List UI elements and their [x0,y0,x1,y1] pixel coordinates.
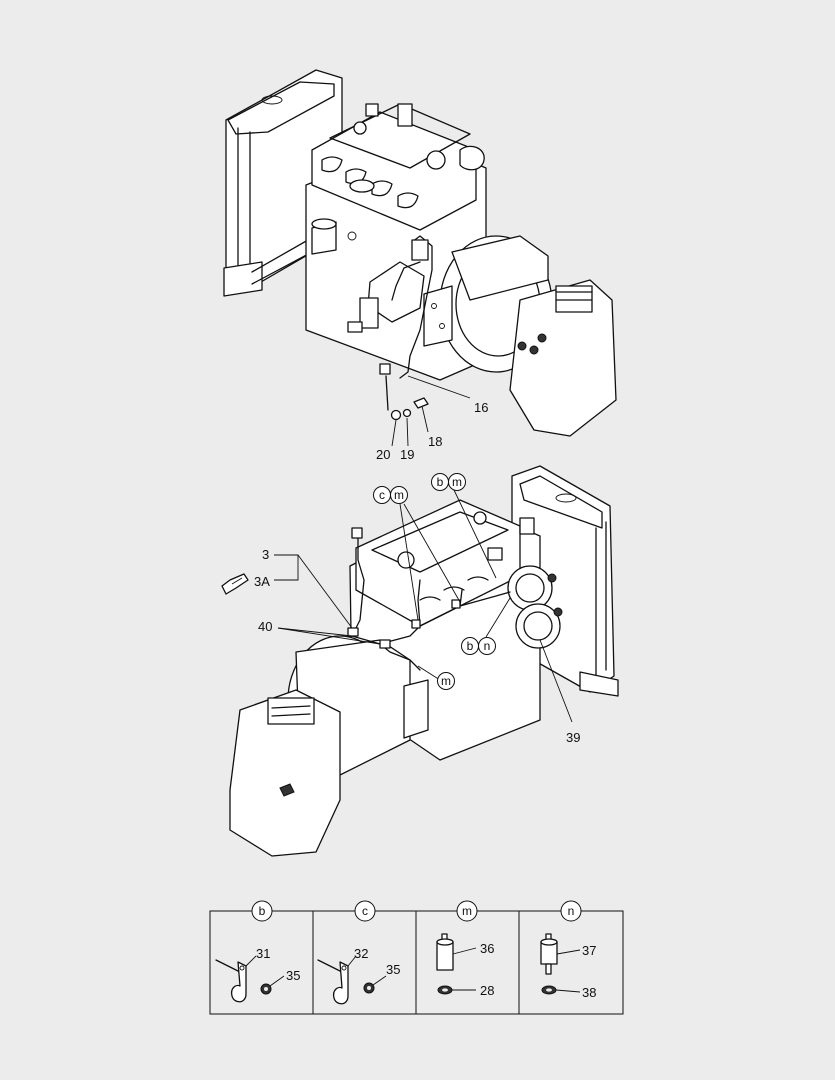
bubble-m-top-2: m [452,475,462,489]
leader-lines-mid [274,489,573,723]
standoff-part-36 [436,941,454,971]
harness-top [347,235,433,411]
callout-18: 18 [428,434,442,449]
clamp-part-31 [230,961,247,1003]
detail-part-37: 37 [582,943,596,958]
detail-part-31: 31 [256,946,270,961]
detail-letter-b: b [259,904,266,918]
detail-cell-c: c 32 35 [317,900,400,1005]
middle-engine-assembly [221,465,619,857]
bubble-m-mid: m [441,674,451,688]
detail-part-35-c: 35 [386,962,400,977]
lockwasher-part-19 [402,408,412,418]
bubble-n-mid: n [484,639,491,653]
callout-3: 3 [262,547,269,562]
harness-mid [347,527,511,671]
callout-40: 40 [258,619,272,634]
detail-table: b 31 35 c 32 35 m [209,900,624,1015]
callout-3a: 3A [254,574,270,589]
detail-cell-n: n 37 38 [540,900,596,1000]
alternator-mid [507,565,563,649]
bolt-part-18 [413,397,429,409]
detail-part-38: 38 [582,985,596,1000]
detail-letter-c: c [362,904,368,918]
detail-part-36: 36 [480,941,494,956]
callout-39: 39 [566,730,580,745]
reference-bubbles: c m b m b n m [373,473,496,690]
washer-part-20 [390,409,402,421]
callout-19: 19 [400,447,414,462]
clamp-part-32 [332,961,349,1005]
detail-part-35-b: 35 [286,968,300,983]
bubble-b-top: b [437,475,444,489]
bubble-c-top: c [379,488,385,502]
generator-housing-mid [229,635,429,857]
top-engine-assembly [223,69,617,437]
detail-cell-m: m 36 28 [436,900,494,998]
small-parts-top [390,375,471,447]
callout-16: 16 [474,400,488,415]
detail-cell-b: b 31 35 [215,900,300,1003]
generator-housing-top [423,235,617,437]
bolt-part-3a [221,573,249,595]
detail-letter-n: n [568,904,575,918]
detail-letter-m: m [462,904,472,918]
callout-20: 20 [376,447,390,462]
callout-numbers: 16 18 19 20 3 3A 40 39 [254,400,580,745]
detail-part-32: 32 [354,946,368,961]
detail-part-28: 28 [480,983,494,998]
bubble-b-mid: b [467,639,474,653]
bubble-m-top-1: m [394,488,404,502]
